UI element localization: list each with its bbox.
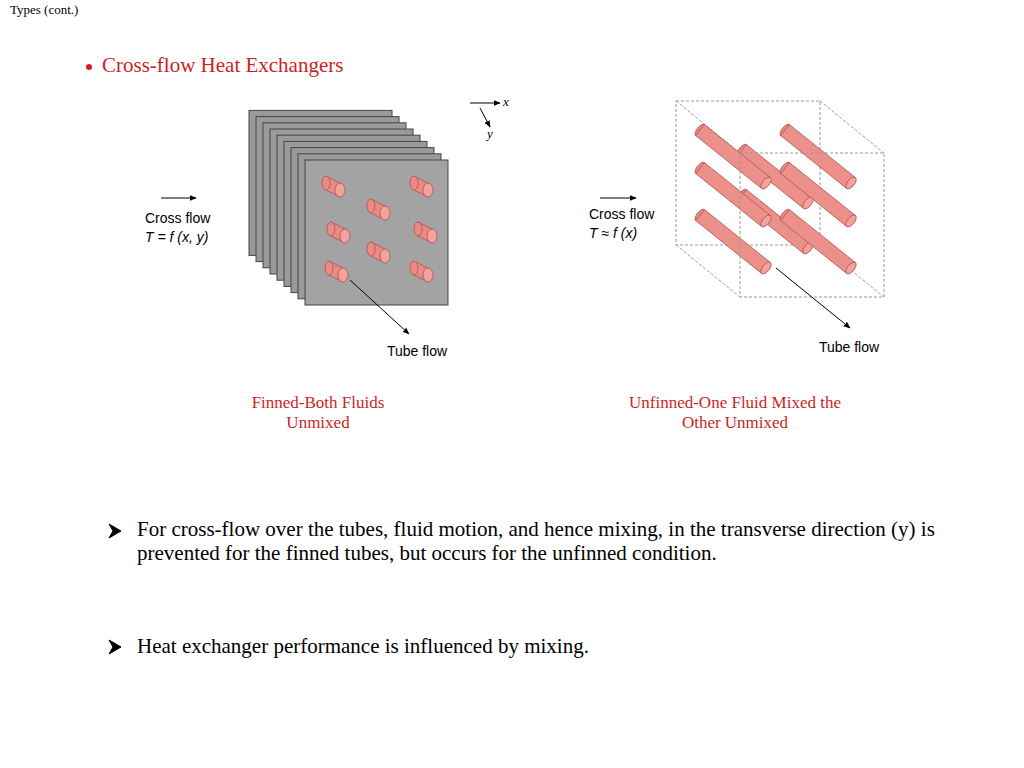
bullet-text: Heat exchanger performance is influenced…: [137, 634, 1012, 658]
flow-arrow: [161, 198, 196, 199]
flow-label: Tube flow: [385, 343, 449, 359]
flow-label: T = f (x, y): [145, 229, 208, 245]
header-text: Types (cont.): [10, 3, 78, 18]
tube-end: [759, 260, 773, 275]
tube-end: [335, 183, 345, 197]
flow-label: Tube flow: [817, 339, 881, 355]
mixed-region-box: [676, 101, 884, 297]
bullet-arrow: [109, 640, 121, 654]
tube-end: [338, 268, 348, 282]
mixed-region-box-front: [740, 153, 884, 297]
figure-caption: Unfinned-One Fluid Mixed the Other Unmix…: [615, 393, 855, 432]
flow-label: T ≈ f (x): [589, 225, 637, 241]
axes: [470, 103, 500, 127]
tube-body: [322, 176, 330, 190]
bullet-arrow: [109, 524, 121, 538]
flow-arrow: [600, 198, 636, 199]
flow-label: Cross flow: [145, 210, 210, 226]
tube-end: [380, 249, 390, 263]
tube-end: [844, 260, 858, 275]
tube-body: [327, 222, 335, 236]
tube-end: [427, 229, 437, 243]
fin-plate: [305, 160, 448, 305]
tube-body: [367, 242, 375, 256]
tube-end: [423, 183, 433, 197]
leader-line: [776, 268, 850, 328]
tube-body: [781, 210, 856, 274]
tube-body: [410, 176, 418, 190]
tube-end: [380, 206, 390, 220]
finned-tubes: [322, 176, 437, 282]
unfinned-tubes: [693, 123, 858, 276]
tube-body: [414, 222, 422, 236]
tube-body: [325, 261, 333, 275]
tube-body: [367, 199, 375, 213]
tube-end: [340, 229, 350, 243]
tube-body: [696, 210, 771, 274]
tube-end: [423, 268, 433, 282]
tube-end: [759, 175, 773, 190]
axis-label: y: [487, 127, 493, 142]
tube-body: [410, 261, 418, 275]
flow-label: Cross flow: [589, 206, 654, 222]
tube-end: [844, 175, 858, 190]
leader-line: [350, 280, 409, 334]
slide-title: Cross-flow Heat Exchangers: [102, 53, 343, 77]
bullet-dot: [86, 64, 92, 70]
bullet-text: For cross-flow over the tubes, fluid mot…: [137, 517, 1012, 565]
fin-plates: [249, 110, 448, 305]
tube-end: [759, 213, 773, 228]
axis-label: x: [503, 95, 509, 110]
tube-end: [844, 213, 858, 228]
figure-caption: Finned-Both Fluids Unmixed: [218, 393, 418, 432]
